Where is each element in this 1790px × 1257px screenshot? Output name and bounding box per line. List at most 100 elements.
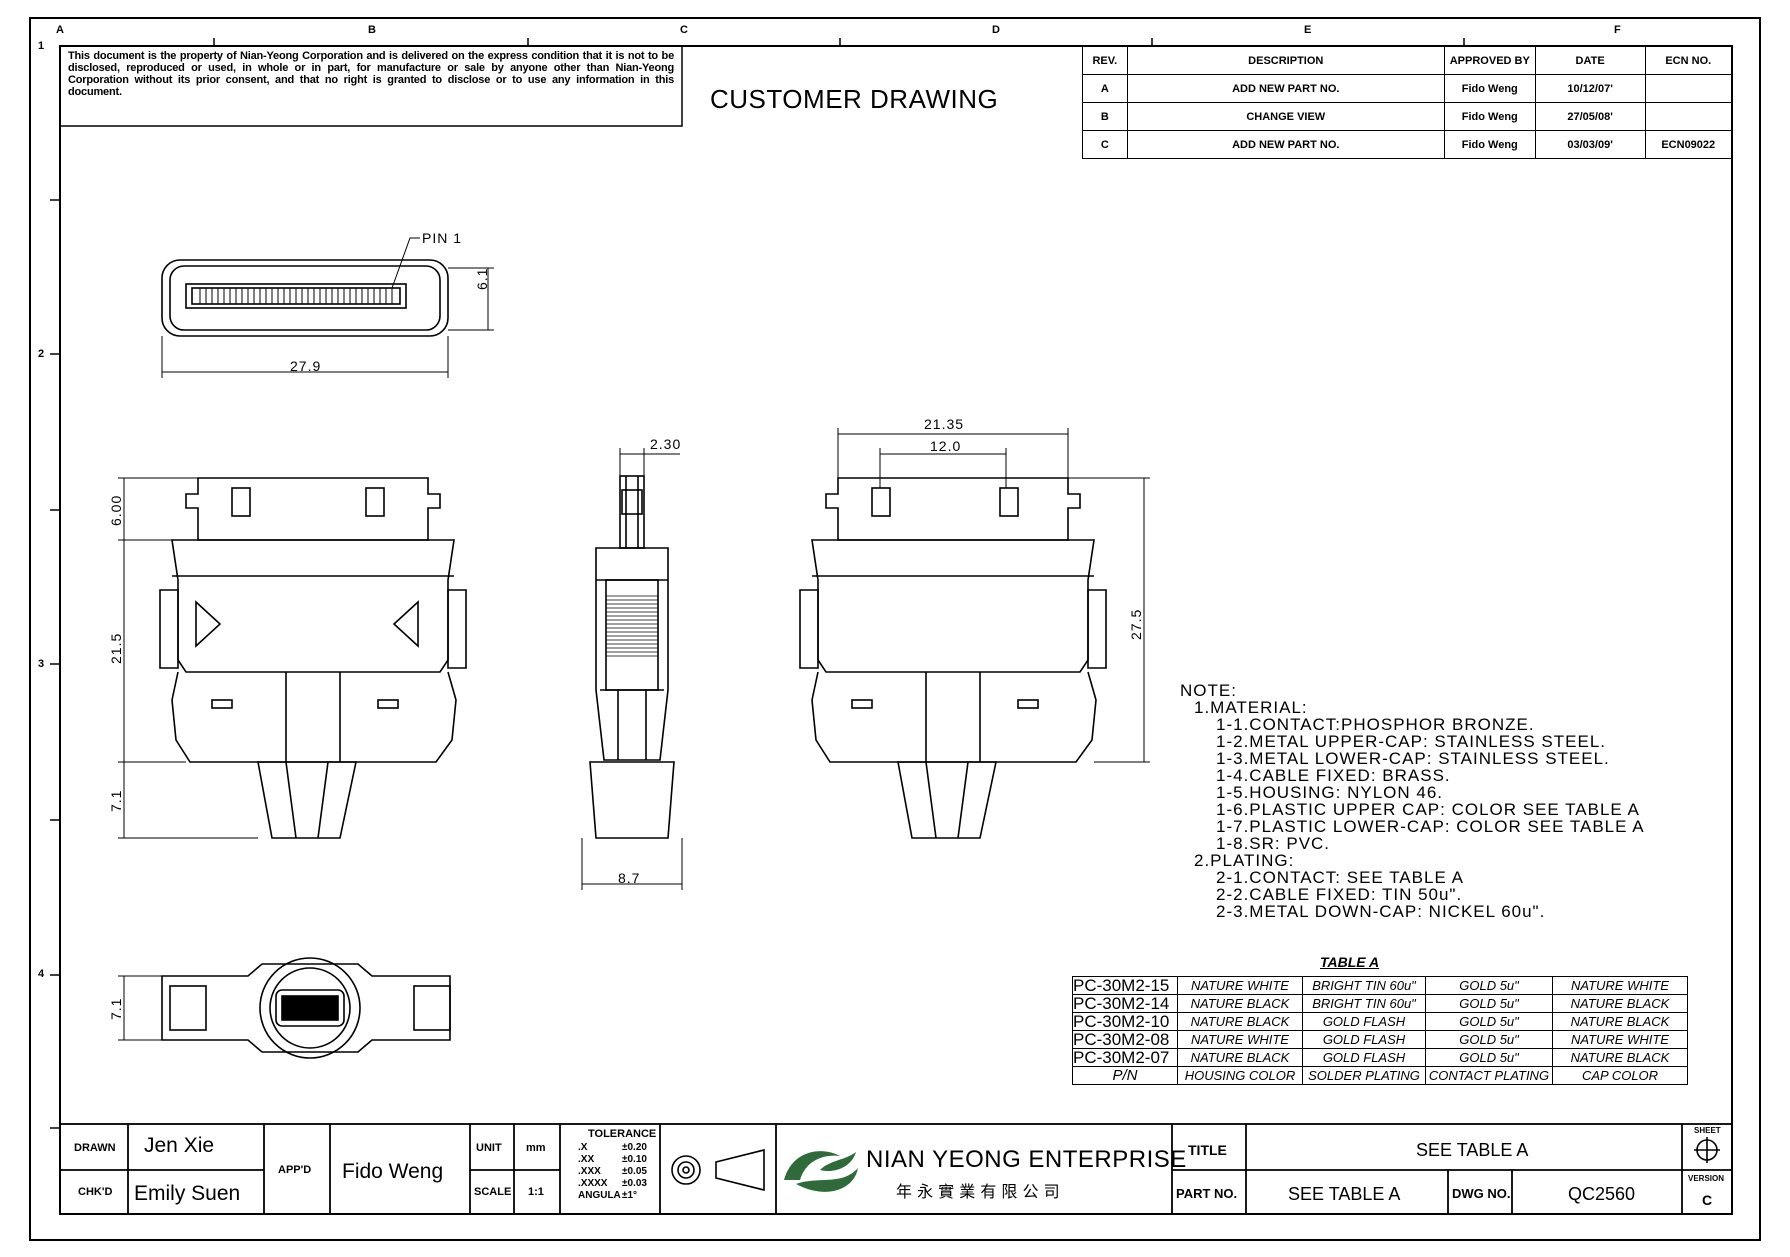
tolerance-list: .X±0.20 .XX±0.10 .XXX±0.05 .XXXX±0.03 AN… [578, 1142, 647, 1201]
note-line: 2-2.CABLE FIXED: TIN 50u". [1216, 885, 1463, 904]
drawing-title: CUSTOMER DRAWING [710, 84, 999, 114]
note-line: 1-4.CABLE FIXED: BRASS. [1216, 766, 1451, 785]
rev-cell: ADD NEW PART NO. [1126, 130, 1445, 159]
dim-back-outer: 21.35 [924, 416, 965, 432]
rev-cell: CHANGE VIEW [1126, 102, 1445, 131]
dwg-label: DWG NO. [1452, 1186, 1511, 1201]
side-view-cable [589, 761, 675, 839]
dim-top-width: 27.9 [290, 358, 322, 374]
logo-mark [784, 1151, 858, 1192]
rev-cell: 27/05/08' [1534, 102, 1646, 131]
unit-value: mm [526, 1142, 546, 1154]
rev-cell: 10/12/07' [1534, 74, 1646, 103]
top-view [161, 237, 494, 378]
rev-cell [1644, 74, 1733, 103]
title-block-frame [59, 1123, 1733, 1215]
notes-block: NOTE: 1.MATERIAL: 1-1.CONTACT:PHOSPHOR B… [1180, 682, 1645, 920]
drawn-name: Jen Xie [144, 1134, 215, 1157]
sheet-symbol [1694, 1137, 1720, 1163]
part-value: SEE TABLE A [1288, 1184, 1401, 1204]
zone-ticks [50, 38, 1465, 1129]
dim-bottom-height: 7.1 [108, 997, 124, 1020]
note-line: 1.MATERIAL: [1194, 698, 1308, 717]
dim-back-height: 27.5 [1128, 608, 1144, 640]
rev-cell: B [1082, 102, 1128, 131]
side-view-plug [619, 475, 645, 549]
appd-label: APP'D [278, 1164, 312, 1176]
dim-back-inner: 12.0 [930, 438, 962, 454]
rev-cell: ADD NEW PART NO. [1126, 74, 1445, 103]
company-name: NIAN YEONG ENTERPRISE [866, 1146, 1187, 1173]
row-label: 2 [38, 348, 45, 360]
back-view [799, 428, 1150, 839]
rev-row: B CHANGE VIEW Fido Weng 27/05/08' [1082, 102, 1733, 131]
rev-header: ECN NO. [1644, 46, 1733, 75]
tolerance-title: TOLERANCE [588, 1128, 657, 1140]
rev-header: DESCRIPTION [1126, 46, 1445, 75]
note-line: 1-3.METAL LOWER-CAP: STAINLESS STEEL. [1216, 749, 1610, 768]
revision-table: REV. DESCRIPTION APPROVED BY DATE ECN NO… [1082, 46, 1733, 159]
rev-cell: Fido Weng [1443, 130, 1536, 159]
property-notice: This document is the property of Nian-Ye… [68, 50, 674, 98]
unit-label: UNIT [476, 1142, 502, 1154]
row-label: 3 [38, 658, 45, 670]
part-label: PART NO. [1176, 1186, 1238, 1201]
col-label: B [368, 24, 376, 36]
dim-front-6: 6.00 [108, 494, 124, 526]
rev-cell: Fido Weng [1443, 102, 1536, 131]
outer-border [29, 17, 1761, 1241]
rev-header: REV. [1082, 46, 1128, 75]
chkd-label: CHK'D [78, 1186, 113, 1198]
drawn-label: DRAWN [74, 1142, 116, 1154]
rev-cell: ECN09022 [1644, 130, 1733, 159]
front-view [118, 477, 467, 839]
col-label: F [1614, 24, 1621, 36]
rev-row: C ADD NEW PART NO. Fido Weng 03/03/09' E… [1082, 130, 1733, 159]
bottom-view [118, 957, 451, 1059]
pin1-label: PIN 1 [422, 230, 463, 246]
scale-value: 1:1 [528, 1186, 544, 1198]
dim-top-height: 6.1 [474, 267, 490, 290]
note-line: NOTE: [1180, 681, 1237, 700]
col-label: E [1304, 24, 1312, 36]
row-label: 1 [38, 40, 45, 52]
table-a-title: TABLE A [1320, 954, 1380, 970]
version-label: VERSION [1688, 1174, 1725, 1183]
projection-symbol [671, 1148, 765, 1192]
chkd-name: Emily Suen [134, 1182, 241, 1205]
dim-side-bottom: 8.7 [618, 870, 641, 886]
notice-box [59, 45, 683, 127]
note-line: 2-1.CONTACT: SEE TABLE A [1216, 868, 1464, 887]
front-view-plug [185, 477, 441, 541]
note-line: 2.PLATING: [1194, 851, 1295, 870]
company-name-cn: 年 永 實 業 有 限 公 司 [896, 1182, 1060, 1201]
rev-cell: C [1082, 130, 1128, 159]
row-label: 4 [38, 968, 45, 980]
note-line: 1-6.PLASTIC UPPER CAP: COLOR SEE TABLE A [1216, 800, 1640, 819]
dim-side-top: 2.30 [650, 436, 682, 452]
rev-header: APPROVED BY [1443, 46, 1536, 75]
rev-header: DATE [1534, 46, 1646, 75]
note-line: 1-1.CONTACT:PHOSPHOR BRONZE. [1216, 715, 1535, 734]
col-label: C [680, 24, 688, 36]
scale-label: SCALE [474, 1186, 512, 1198]
rev-cell [1644, 102, 1733, 131]
note-line: 1-8.SR: PVC. [1216, 834, 1331, 853]
note-line: 2-3.METAL DOWN-CAP: NICKEL 60u". [1216, 902, 1546, 921]
rev-cell: 03/03/09' [1534, 130, 1646, 159]
sheet-label: SHEET [1694, 1126, 1721, 1135]
front-view-body [171, 539, 455, 673]
dwg-value: QC2560 [1568, 1184, 1636, 1204]
rev-cell: Fido Weng [1443, 74, 1536, 103]
rev-row: A ADD NEW PART NO. Fido Weng 10/12/07' [1082, 74, 1733, 103]
note-line: 1-5.HOUSING: NYLON 46. [1216, 783, 1444, 802]
top-view-outline [161, 259, 449, 337]
version-value: C [1702, 1192, 1713, 1208]
